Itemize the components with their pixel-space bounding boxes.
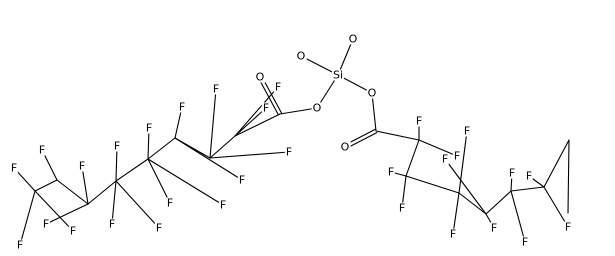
atom-label-f13: F	[77, 159, 87, 173]
bond-cb-d1	[375, 130, 420, 141]
bond-c1-c2	[209, 135, 236, 159]
double-bond-ca-O5	[257, 77, 279, 116]
atom-label-o4: O	[366, 86, 378, 100]
bond-c1-F1	[234, 86, 279, 137]
atom-label-o5: O	[254, 70, 266, 84]
atom-label-f1: F	[273, 80, 283, 94]
bond-d6-d7	[543, 139, 570, 188]
atom-label-f9: F	[144, 121, 154, 135]
atom-label-f27: F	[520, 235, 530, 249]
bond-c5-F11	[111, 180, 117, 225]
bond-c6-c7	[56, 179, 89, 205]
atom-label-o2: O	[347, 32, 359, 46]
atom-label-f6: F	[177, 100, 187, 114]
atom-label-f4: F	[237, 173, 247, 187]
bond-d1-d2	[405, 139, 420, 177]
bond-c5-c6	[87, 180, 117, 205]
bond-c2-F5	[209, 151, 290, 159]
bond-c8-F18	[34, 190, 74, 232]
atom-label-f16: F	[15, 238, 25, 252]
double-bond-cb-O6	[345, 132, 378, 150]
bond-c6-F13	[81, 165, 89, 205]
atom-label-f23: F	[462, 124, 472, 138]
bond-d4-d5	[485, 190, 512, 215]
bond-c4-c5	[115, 158, 149, 182]
bond-c5-F10	[115, 145, 118, 182]
atom-label-f25: F	[489, 221, 499, 235]
bond-c4-F7	[147, 158, 171, 204]
atom-label-f17: F	[41, 217, 51, 231]
atom-label-f19: F	[414, 114, 424, 128]
atom-label-f7: F	[165, 196, 175, 210]
bond-ca-c1	[234, 113, 281, 137]
bond-d7-d8	[567, 139, 570, 214]
atom-label-f29: F	[524, 169, 534, 183]
atom-label-f28: F	[563, 220, 573, 234]
atom-label-o6: O	[339, 140, 351, 154]
bond-d1-F20	[418, 139, 458, 157]
atom-label-f2: F	[261, 101, 271, 115]
atom-label-f3: F	[211, 82, 221, 96]
atom-label-f26: F	[440, 152, 450, 166]
atom-label-f5: F	[284, 145, 294, 159]
atom-label-f22: F	[397, 201, 407, 215]
bond-c2-F3	[209, 88, 217, 159]
bond-c8-F16	[19, 190, 36, 246]
bond-c6-F17	[45, 203, 89, 225]
atom-label-f10: F	[112, 139, 122, 153]
bond-c7-c8	[34, 179, 58, 192]
bond-O4-cb	[371, 92, 377, 132]
bond-Si-O2	[337, 38, 354, 76]
atom-label-f21: F	[386, 165, 396, 179]
atom-label-f12: F	[154, 221, 164, 235]
bond-c1-F2	[234, 107, 267, 137]
bond-d3-d4	[458, 192, 487, 215]
atom-label-f14: F	[37, 143, 47, 157]
atom-label-f8: F	[218, 198, 228, 212]
bond-d6-F28	[543, 186, 569, 228]
bond-d3-F23	[458, 130, 468, 194]
atom-label-f20: F	[452, 149, 462, 163]
bond-O3-ca	[279, 107, 318, 115]
atom-label-f15: F	[9, 161, 19, 175]
atom-label-f11: F	[107, 217, 117, 231]
bond-d5-F27	[510, 190, 526, 243]
bond-d3-F24	[452, 192, 460, 235]
bond-c4-F8	[147, 158, 224, 206]
bond-d4-F26	[444, 158, 487, 215]
atom-label-f30: F	[507, 166, 517, 180]
bond-d2-d3	[405, 175, 460, 194]
atom-label-o1: O	[295, 49, 307, 63]
bond-c3-c4	[147, 137, 176, 160]
atom-label-f18: F	[68, 224, 78, 238]
atom-label-o3: O	[311, 101, 323, 115]
atom-label-si: Si	[331, 68, 345, 82]
bond-Si-O1	[300, 55, 339, 76]
bond-d5-d6	[510, 186, 545, 192]
bond-c5-F12	[115, 180, 160, 229]
atom-label-f24: F	[448, 227, 458, 241]
bond-c3-F4	[174, 137, 243, 181]
